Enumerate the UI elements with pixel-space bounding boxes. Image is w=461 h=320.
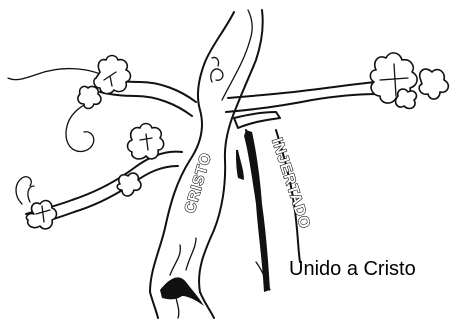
vine-branch-upper-left [8, 56, 196, 152]
caption: Unido a Cristo [289, 259, 416, 279]
graft-label: INJERTADO [268, 136, 313, 231]
vine-branch-right [226, 53, 448, 128]
vine-branch-lower-left [16, 124, 182, 229]
trunk-label: CRISTO [182, 150, 216, 215]
